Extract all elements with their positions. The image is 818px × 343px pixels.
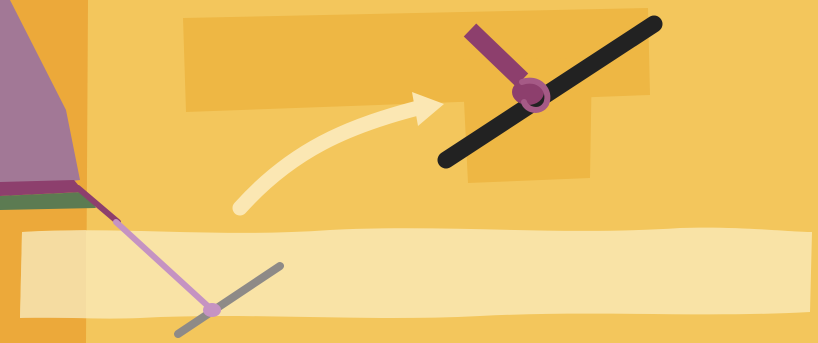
grey-rod-knot — [203, 303, 221, 317]
curved-arrow-shaft — [240, 108, 418, 208]
paper-strip-left-tint — [20, 230, 86, 318]
